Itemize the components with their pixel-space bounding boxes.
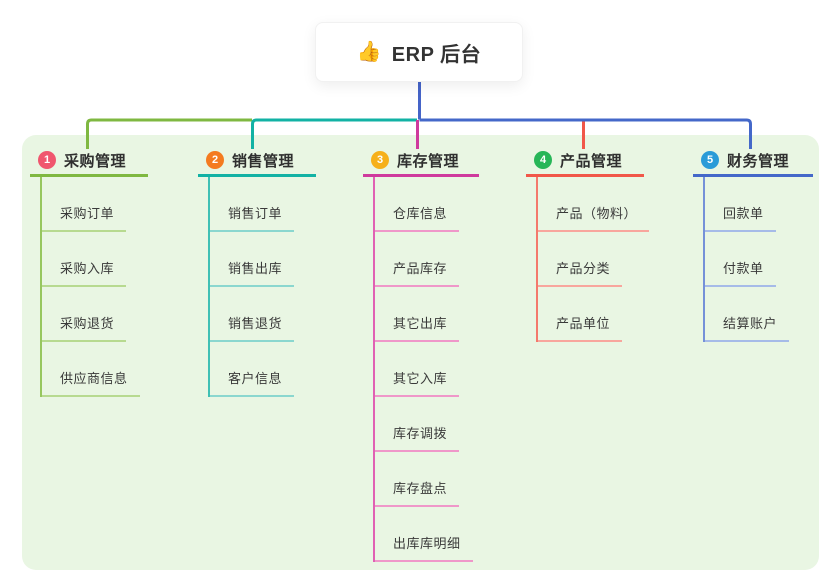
branch-item: 仓库信息: [375, 177, 473, 232]
branch-item: 销售退货: [210, 287, 295, 342]
branch-1-badge: 1: [38, 151, 56, 169]
branch-5-label: 财务管理: [727, 152, 790, 170]
branch-3-item-1[interactable]: 仓库信息: [375, 203, 460, 232]
branch-item: 库存盘点: [375, 452, 473, 507]
branch-3-header[interactable]: 3 库存管理: [363, 149, 479, 177]
branch-3-item-2[interactable]: 产品库存: [375, 258, 460, 287]
branch-1-header[interactable]: 1 采购管理: [30, 149, 148, 177]
branch-5-items: 回款单 付款单 结算账户: [703, 177, 790, 342]
branch-2-item-4[interactable]: 客户信息: [210, 368, 295, 397]
branch-item: 回款单: [705, 177, 789, 232]
branch-item: 采购订单: [42, 177, 140, 232]
branch-item: 结算账户: [705, 287, 790, 342]
branch-item: 产品库存: [375, 232, 473, 287]
branch-5-item-3[interactable]: 结算账户: [705, 313, 790, 342]
thumbs-up-icon: 👍: [356, 41, 382, 63]
branch-3-label: 库存管理: [397, 152, 460, 170]
branch-4-badge: 4: [534, 151, 552, 169]
branch-3-item-7[interactable]: 出库库明细: [375, 533, 473, 562]
branch-2-items: 销售订单 销售出库 销售退货 客户信息: [208, 177, 295, 397]
branch-4-label: 产品管理: [560, 152, 623, 170]
branch-4-items: 产品（物料） 产品分类 产品单位: [536, 177, 650, 342]
branch-item: 产品分类: [538, 232, 649, 287]
branch-2-header[interactable]: 2 销售管理: [198, 149, 316, 177]
branch-item: 采购退货: [42, 287, 140, 342]
branch-2-item-2[interactable]: 销售出库: [210, 258, 295, 287]
branch-1-item-4[interactable]: 供应商信息: [42, 368, 140, 397]
branch-5-item-2[interactable]: 付款单: [705, 258, 776, 287]
branch-4-item-1[interactable]: 产品（物料）: [538, 203, 650, 232]
branch-5-header[interactable]: 5 财务管理: [693, 149, 813, 177]
branch-item: 库存调拨: [375, 397, 473, 452]
branch-1-label: 采购管理: [64, 152, 127, 170]
branch-item: 付款单: [705, 232, 789, 287]
branch-1-items: 采购订单 采购入库 采购退货 供应商信息: [40, 177, 140, 397]
branch-item: 产品（物料）: [538, 177, 650, 232]
root-node[interactable]: 👍 ERP 后台: [315, 22, 523, 82]
branch-item: 其它出库: [375, 287, 473, 342]
branch-2-badge: 2: [206, 151, 224, 169]
root-node-label: ERP 后台: [391, 43, 482, 66]
branch-2-label: 销售管理: [232, 152, 295, 170]
branch-3-item-5[interactable]: 库存调拨: [375, 423, 460, 452]
branch-item: 出库库明细: [375, 507, 473, 562]
branch-1-item-3[interactable]: 采购退货: [42, 313, 127, 342]
branch-item: 销售订单: [210, 177, 295, 232]
branch-4-item-3[interactable]: 产品单位: [538, 313, 623, 342]
branch-item: 产品单位: [538, 287, 649, 342]
branch-3-item-6[interactable]: 库存盘点: [375, 478, 460, 507]
branch-item: 客户信息: [210, 342, 295, 397]
branch-1-item-1[interactable]: 采购订单: [42, 203, 127, 232]
branch-2-item-3[interactable]: 销售退货: [210, 313, 295, 342]
branch-3-item-4[interactable]: 其它入库: [375, 368, 460, 397]
branch-3-item-3[interactable]: 其它出库: [375, 313, 460, 342]
branch-4-header[interactable]: 4 产品管理: [526, 149, 644, 177]
branch-3-items: 仓库信息 产品库存 其它出库 其它入库 库存调拨 库存盘点 出库库明细: [373, 177, 473, 562]
branch-item: 其它入库: [375, 342, 473, 397]
branch-5-badge: 5: [701, 151, 719, 169]
branch-item: 采购入库: [42, 232, 140, 287]
branch-3-badge: 3: [371, 151, 389, 169]
branch-2-item-1[interactable]: 销售订单: [210, 203, 295, 232]
branch-1-item-2[interactable]: 采购入库: [42, 258, 127, 287]
branch-5-item-1[interactable]: 回款单: [705, 203, 776, 232]
branch-4-item-2[interactable]: 产品分类: [538, 258, 623, 287]
branch-item: 销售出库: [210, 232, 295, 287]
branches-panel: [22, 135, 819, 570]
branch-item: 供应商信息: [42, 342, 140, 397]
